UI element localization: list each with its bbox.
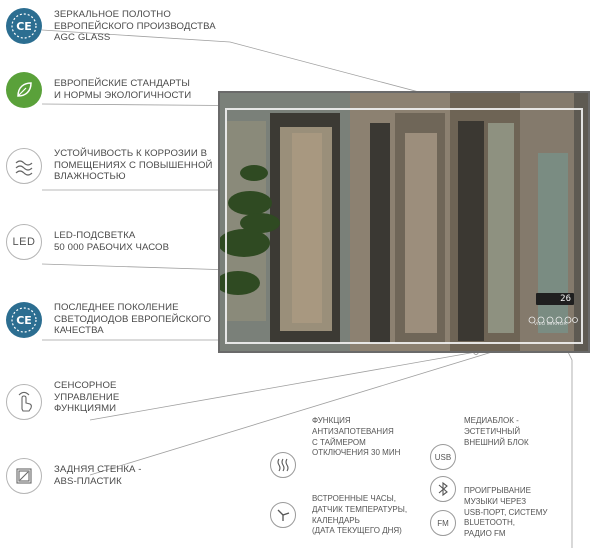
clock-hands-icon <box>270 502 296 528</box>
small-feature-text: МЕДИАБЛОК - ЭСТЕТИЧНЫЙ ВНЕШНИЙ БЛОК <box>464 416 529 447</box>
feature-text: СЕНСОРНОЕ УПРАВЛЕНИЕ ФУНКЦИЯМИ <box>54 380 120 415</box>
small-feature-text: ФУНКЦИЯ АНТИЗАПОТЕВАНИЯ С ТАЙМЕРОМ ОТКЛЮ… <box>312 416 401 458</box>
svg-text:CE: CE <box>16 314 32 327</box>
eco-leaf-icon <box>6 72 42 108</box>
ce-icon: CE <box>6 302 42 338</box>
feature-item: CE ЗЕРКАЛЬНОЕ ПОЛОТНО ЕВРОПЕЙСКОГО ПРОИЗ… <box>6 8 216 48</box>
heat-waves-icon <box>270 452 296 478</box>
feature-item: CE ПОСЛЕДНЕЕ ПОКОЛЕНИЕ СВЕТОДИОДОВ ЕВРОП… <box>6 302 216 342</box>
feature-text: ПОСЛЕДНЕЕ ПОКОЛЕНИЕ СВЕТОДИОДОВ ЕВРОПЕЙС… <box>54 302 212 337</box>
feature-item: ЕВРОПЕЙСКИЕ СТАНДАРТЫ И НОРМЫ ЭКОЛОГИЧНО… <box>6 72 216 112</box>
fm-icon: FM <box>430 510 456 536</box>
feature-text: ЕВРОПЕЙСКИЕ СТАНДАРТЫ И НОРМЫ ЭКОЛОГИЧНО… <box>54 78 192 101</box>
feature-item: ЗАДНЯЯ СТЕНКА - ABS-ПЛАСТИК <box>6 458 216 498</box>
feature-text: LED-ПОДСВЕТКА 50 000 РАБОЧИХ ЧАСОВ <box>54 230 170 253</box>
mirror-scene <box>220 93 588 351</box>
usb-icon: USB <box>430 444 456 470</box>
bluetooth-icon <box>430 476 456 502</box>
feature-item: СЕНСОРНОЕ УПРАВЛЕНИЕ ФУНКЦИЯМИ <box>6 380 216 420</box>
small-feature-text: ВСТРОЕННЫЕ ЧАСЫ, ДАТЧИК ТЕМПЕРАТУРЫ, КАЛ… <box>312 494 408 536</box>
mirror-photo: 26 VILO MIRROR <box>218 91 590 353</box>
svg-text:CE: CE <box>16 20 32 33</box>
small-feature-text: ПРОИГРЫВАНИЕ МУЗЫКИ ЧЕРЕЗ USB-ПОРТ, СИСТ… <box>464 486 548 539</box>
mirror-brand: VILO MIRROR <box>534 321 568 326</box>
feature-text: УСТОЙЧИВОСТЬ К КОРРОЗИИ В ПОМЕЩЕНИЯХ С П… <box>54 148 213 183</box>
mirror-touch-buttons[interactable] <box>528 311 578 324</box>
small-feature-list: ФУНКЦИЯ АНТИЗАПОТЕВАНИЯ С ТАЙМЕРОМ ОТКЛЮ… <box>268 412 600 548</box>
led-icon: LED <box>6 224 42 260</box>
feature-list: CE ЗЕРКАЛЬНОЕ ПОЛОТНО ЕВРОПЕЙСКОГО ПРОИЗ… <box>6 0 216 548</box>
feature-item: LED LED-ПОДСВЕТКА 50 000 РАБОЧИХ ЧАСОВ <box>6 224 216 264</box>
feature-text: ЗЕРКАЛЬНОЕ ПОЛОТНО ЕВРОПЕЙСКОГО ПРОИЗВОД… <box>54 9 216 44</box>
back-panel-icon <box>6 458 42 494</box>
touch-hand-icon <box>6 384 42 420</box>
mirror-display: 26 <box>536 293 574 305</box>
feature-item: УСТОЙЧИВОСТЬ К КОРРОЗИИ В ПОМЕЩЕНИЯХ С П… <box>6 148 216 188</box>
ce-icon: CE <box>6 8 42 44</box>
feature-text: ЗАДНЯЯ СТЕНКА - ABS-ПЛАСТИК <box>54 464 142 487</box>
temperature-readout: 26 <box>560 294 571 304</box>
waves-icon <box>6 148 42 184</box>
